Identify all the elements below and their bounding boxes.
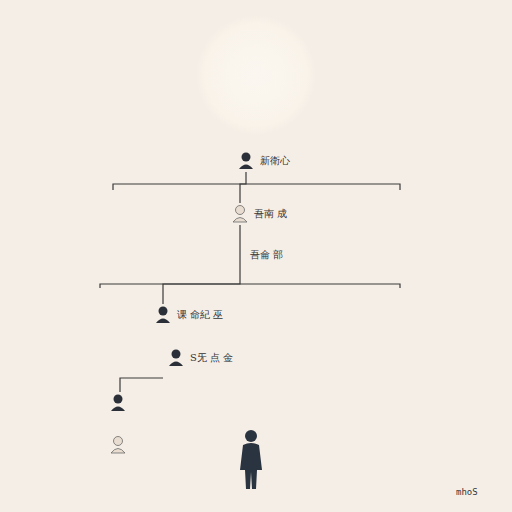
signature: mhoS <box>456 487 478 497</box>
branch-bar <box>113 184 400 190</box>
line-label: 吾侖 部 <box>248 248 285 262</box>
branch-bar <box>100 284 400 288</box>
person-icon <box>168 349 184 367</box>
standing-figure <box>240 430 262 489</box>
person-icon <box>111 395 125 412</box>
person-icon <box>111 437 125 454</box>
person-icon <box>232 205 248 223</box>
family-line <box>240 172 246 203</box>
person-icon <box>155 306 171 324</box>
person-node: S旡 点 金 <box>166 347 235 369</box>
moon <box>196 15 316 135</box>
person-node: 吾南 成 <box>230 203 289 225</box>
step-line <box>120 378 163 392</box>
person-node: 新衛心 <box>236 150 292 172</box>
person-icon <box>238 152 254 170</box>
person-name: 新衛心 <box>260 154 290 168</box>
person-name: 吾南 成 <box>254 207 287 221</box>
person-node: 课 命紀 巫 <box>153 304 225 326</box>
family-line <box>163 225 240 304</box>
person-name: S旡 点 金 <box>190 351 233 365</box>
person-name: 课 命紀 巫 <box>177 308 223 322</box>
